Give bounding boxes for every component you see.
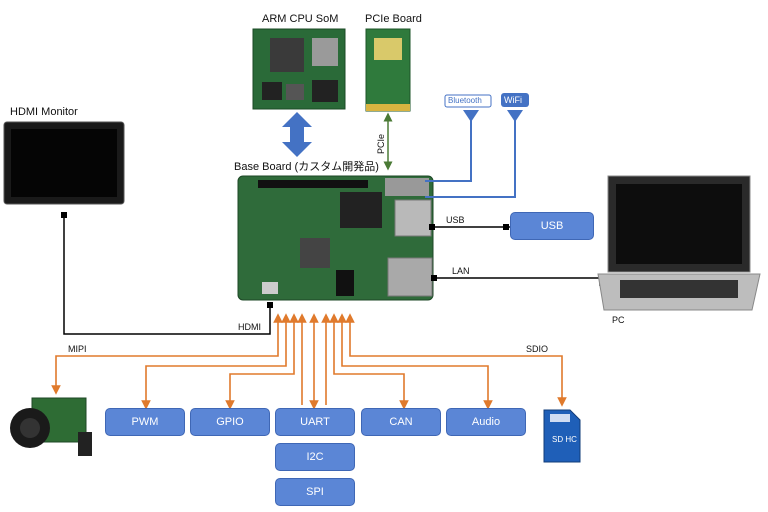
- uart-box: UART: [275, 408, 355, 436]
- arm-som-label: ARM CPU SoM: [262, 13, 339, 25]
- wifi-label: WiFi: [504, 95, 522, 105]
- i2c-box: I2C: [275, 443, 355, 471]
- pcie-board-module: [365, 28, 411, 112]
- sdio-label: SDIO: [526, 344, 549, 354]
- wifi-logo: [501, 93, 529, 107]
- bluetooth-label: Bluetooth: [448, 96, 482, 105]
- bluetooth-line: [425, 116, 472, 182]
- usb-box: USB: [510, 212, 594, 240]
- audio-box: Audio: [446, 408, 526, 436]
- spi-box: SPI: [275, 478, 355, 506]
- sd-card-device: [543, 409, 581, 463]
- gpio-box: GPIO: [190, 408, 270, 436]
- arm-som-module: [252, 28, 346, 110]
- camera-device: [10, 397, 92, 456]
- hdmi-monitor-device: [3, 121, 125, 205]
- pcie-line-label: PCIe: [376, 133, 386, 154]
- base-board: [237, 175, 434, 301]
- lan-line-label: LAN: [452, 266, 470, 276]
- pcie-board-label: PCIe Board: [365, 13, 422, 25]
- pc-label: PC: [612, 315, 625, 325]
- bluetooth-logo: [444, 94, 492, 108]
- base-board-label: Base Board (カスタム開発品): [234, 161, 379, 173]
- hdmi-line-label: HDMI: [238, 322, 261, 332]
- hdmi-monitor-label: HDMI Monitor: [10, 106, 78, 118]
- pc-laptop: [597, 175, 761, 311]
- mipi-label: MIPI: [68, 344, 87, 354]
- sd-card-label: SD HC: [552, 435, 577, 444]
- interface-arrows: [51, 313, 567, 410]
- lan-line: [434, 277, 601, 286]
- som-connection-arrow: [282, 112, 312, 157]
- usb-line-label: USB: [446, 215, 465, 225]
- can-box: CAN: [361, 408, 441, 436]
- wifi-line: [425, 116, 516, 198]
- pwm-box: PWM: [105, 408, 185, 436]
